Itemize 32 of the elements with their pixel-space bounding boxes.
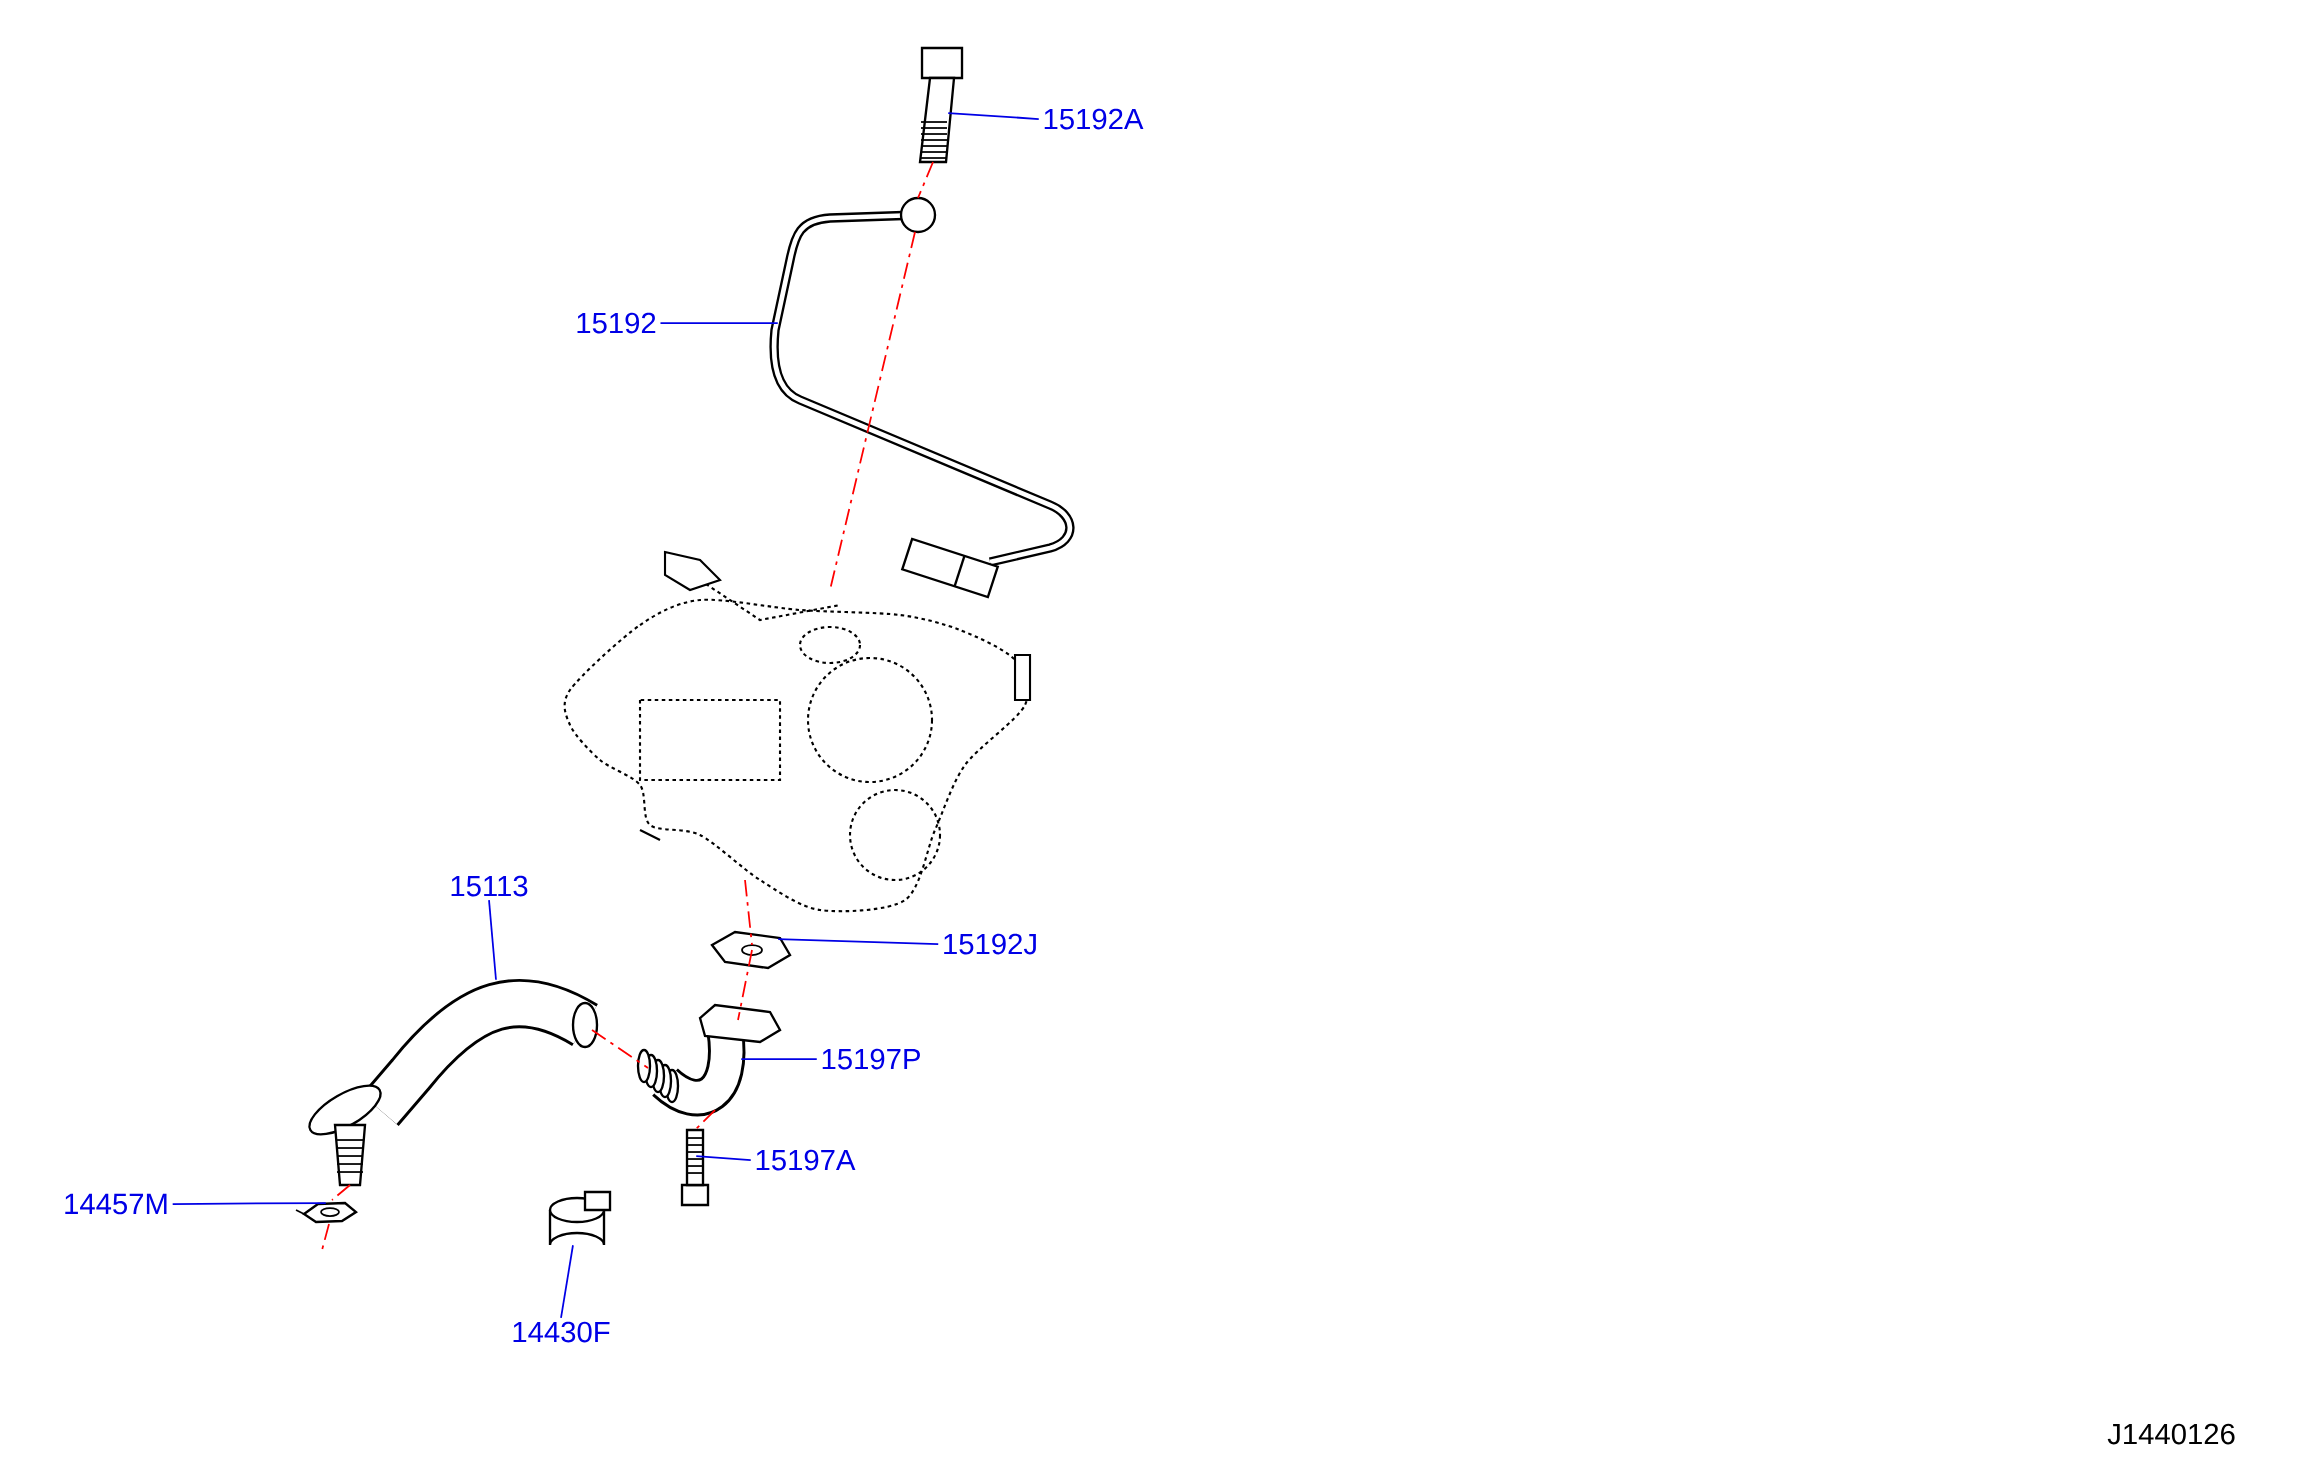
pipe-drawing: [636, 1003, 782, 1117]
center-line: [331, 1184, 351, 1201]
engine-drawing: [563, 550, 1032, 913]
leader-line: [488, 899, 497, 981]
center-line: [694, 1109, 716, 1131]
callout-number: 15192A: [1044, 108, 1144, 130]
callout-number: 14430F: [513, 1321, 610, 1343]
callout-number: 15113: [451, 875, 528, 897]
gasket-drawing: [295, 1201, 358, 1224]
callout-number: 15197A: [756, 1149, 856, 1171]
pipe-drawing: [769, 196, 1075, 599]
callout-number: 15192: [577, 312, 656, 334]
leader-line: [659, 322, 779, 324]
hose-drawing: [308, 978, 599, 1187]
leader-line: [695, 1155, 752, 1161]
callout-number: 14457M: [65, 1193, 167, 1215]
clamp-drawing: [548, 1190, 612, 1247]
callout-number: 15192J: [944, 933, 1036, 955]
leader-line: [777, 938, 940, 945]
center-line: [744, 879, 753, 946]
bolt-drawing: [680, 1128, 710, 1207]
leader-line: [560, 1244, 574, 1319]
center-line: [737, 949, 753, 1021]
center-line: [917, 161, 934, 199]
leader-line: [740, 1058, 818, 1060]
bolt-drawing: [918, 46, 964, 164]
gasket-drawing: [710, 930, 792, 970]
center-line: [591, 1029, 649, 1069]
leader-line: [947, 112, 1040, 120]
drawing-number: J1440126: [2107, 1423, 2235, 1445]
leader-line: [171, 1202, 327, 1205]
callout-number: 15197P: [822, 1048, 920, 1070]
